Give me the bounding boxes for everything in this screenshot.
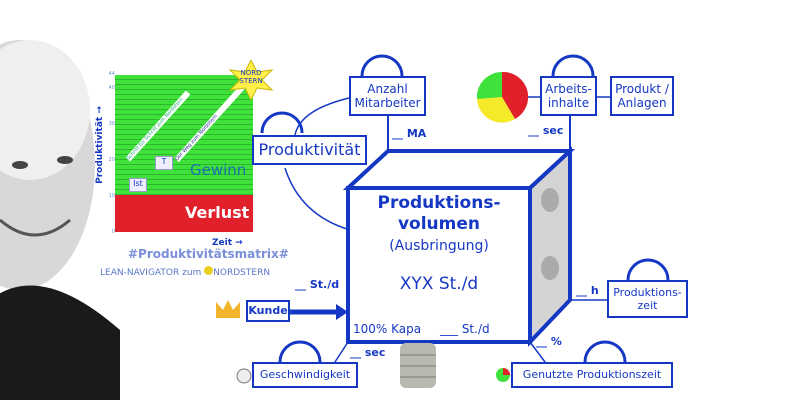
std-left-label: __ St./d <box>295 278 340 291</box>
y-tick: 10 <box>108 193 115 199</box>
produktivitaet-label: Produktivität <box>258 140 361 160</box>
gauges <box>260 54 670 363</box>
ma-label: __ MA <box>392 127 427 140</box>
cube-front <box>346 186 532 344</box>
matrix-title: #Produktivitätsmatrix# <box>128 247 289 261</box>
matrix-subtitle: LEAN-NAVIGATOR zum NORDSTERN <box>100 266 270 278</box>
subtitle-right: NORDSTERN <box>213 268 271 278</box>
presenter-portrait <box>0 40 120 400</box>
y-tick: 30 <box>108 121 115 127</box>
gauge-icon <box>626 258 670 281</box>
nordstern-star: NORD STERN <box>228 60 274 100</box>
anzahl-label: Anzahl <box>367 81 408 96</box>
verlust-zone <box>115 195 253 232</box>
cube-kapa-value: ___ St./d <box>440 322 490 336</box>
x-axis-label: Zeit → <box>212 238 243 248</box>
geschwindigkeit-label: Geschwindigkeit <box>259 368 351 382</box>
small-pie-icon <box>496 368 510 382</box>
crown-icon <box>216 300 240 318</box>
produkt-anlagen-box: Produkt /Anlagen <box>610 76 674 116</box>
lightbulb-icon <box>400 343 436 388</box>
y-tick: 44 <box>108 71 115 77</box>
gauge-icon <box>360 54 404 77</box>
productivity-matrix: Gewinn Verlust Ist T Schritt für Schritt… <box>115 75 253 232</box>
gauge-icon <box>278 340 322 363</box>
sec-bottom-label: __ sec <box>350 346 386 359</box>
kunde-label: Kunde <box>248 304 288 318</box>
h-label: __ h <box>576 284 599 297</box>
arbeits-label: Arbeits- <box>545 81 592 96</box>
produktions-label: Produktions- <box>613 285 682 299</box>
cube-side <box>528 146 572 347</box>
geschwindigkeit-box: Geschwindigkeit <box>252 362 358 388</box>
y-tick: 40 <box>108 85 115 91</box>
inhalte-label: inhalte <box>547 96 590 110</box>
gewinn-label: Gewinn <box>190 161 247 179</box>
gauge-icon <box>583 340 627 363</box>
cube-line1: Produktions- <box>377 193 501 213</box>
produktionszeit-box: Produktions-zeit <box>607 280 688 318</box>
gauge-icon <box>260 111 304 134</box>
step-ist: Ist <box>129 178 147 192</box>
cube-value: XYX St./d <box>399 274 479 294</box>
nordstern-label: NORD STERN <box>239 69 263 85</box>
mitarbeiter-label: Mitarbeiter <box>354 96 421 110</box>
genutzte-label: Genutzte Produktionszeit <box>522 368 662 382</box>
pct-label: __ % <box>536 335 562 348</box>
anlagen-label: Anlagen <box>617 96 667 110</box>
inventor-portraits <box>541 188 559 280</box>
produkt-label: Produkt / <box>615 81 669 96</box>
nordstern-small-icon <box>204 266 214 275</box>
arbeitsinhalte-box: Arbeits-inhalte <box>540 76 597 116</box>
gauge-icon <box>551 54 595 77</box>
cube-line3: (Ausbringung) <box>389 238 489 254</box>
cube-line2: volumen <box>397 214 481 234</box>
pie-chart-icon <box>476 71 529 123</box>
genutzte-produktionszeit-box: Genutzte Produktionszeit <box>511 362 673 388</box>
zeit-label: zeit <box>637 299 658 312</box>
presenter-photo <box>0 0 120 400</box>
produktivitaet-box: Produktivität <box>252 135 367 165</box>
y-tick: 0 <box>111 229 115 235</box>
kunde-box: Kunde <box>246 300 290 322</box>
subtitle-left: LEAN-NAVIGATOR zum <box>100 268 202 278</box>
step-t: T <box>155 156 173 170</box>
stopwatch-icon <box>236 368 252 384</box>
cube-kapa: 100% Kapa <box>353 322 422 336</box>
verlust-label: Verlust <box>185 203 250 222</box>
y-tick: 20 <box>108 157 115 163</box>
sec-top-label: __ sec <box>528 124 564 137</box>
